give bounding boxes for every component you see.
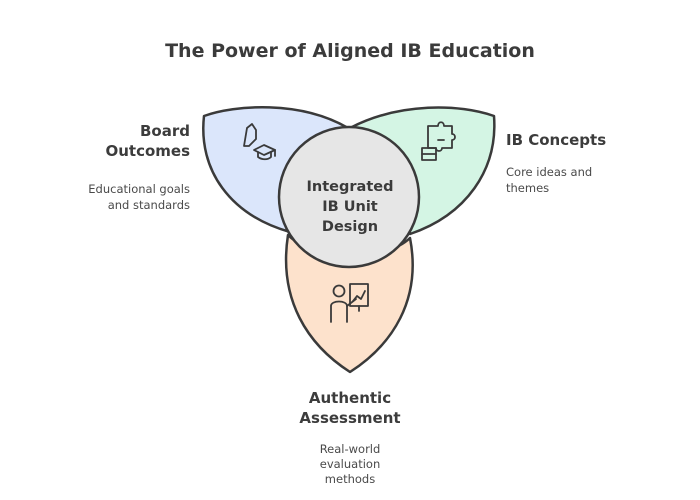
authentic-assessment-label: Authentic Assessment Real-world evaluati…	[250, 388, 450, 487]
ib-concepts-label: IB Concepts Core ideas and themes	[506, 130, 606, 196]
graduation-hat-icon	[243, 123, 276, 161]
center-circle	[277, 125, 421, 269]
page-title: The Power of Aligned IB Education	[165, 40, 535, 62]
puzzle-icon	[421, 121, 456, 161]
authentic-assessment-description: Real-world evaluation methods	[319, 442, 381, 486]
board-outcomes-description: Educational goals and standards	[88, 182, 190, 212]
ib-concepts-heading: IB Concepts	[506, 131, 607, 149]
ib-concepts-description: Core ideas and themes	[506, 165, 593, 195]
board-outcomes-heading: Board Outcomes	[105, 122, 190, 160]
authentic-assessment-heading: Authentic Assessment	[299, 389, 401, 427]
board-outcomes-label: Board Outcomes Educational goals and sta…	[88, 121, 190, 213]
center-label: Integrated IB Unit Design	[306, 179, 394, 235]
presenter-chart-icon	[330, 283, 369, 323]
